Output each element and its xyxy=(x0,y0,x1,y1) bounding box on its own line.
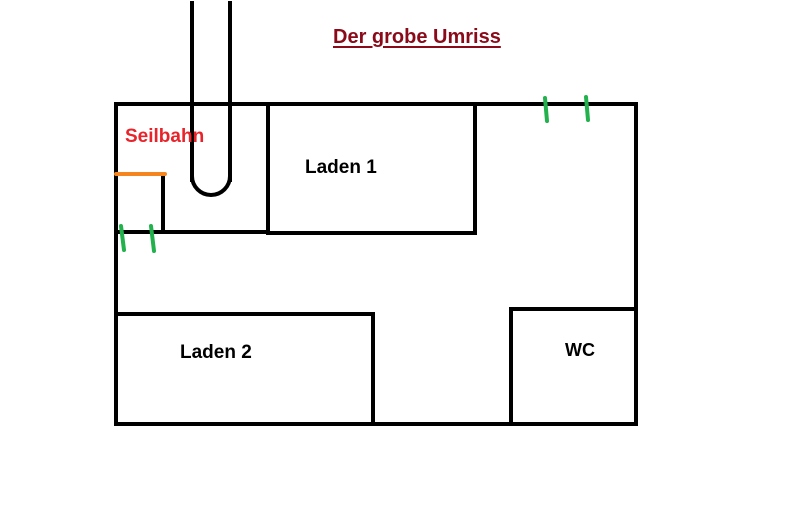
cable-loop xyxy=(189,173,233,197)
door-mark-left-1 xyxy=(119,224,126,252)
room-label-seilbahn: Seilbahn xyxy=(125,126,205,147)
building-outline xyxy=(114,102,638,426)
room-label-wc: WC xyxy=(565,340,595,360)
door-mark-top-2 xyxy=(584,95,590,122)
door-mark-left-2 xyxy=(149,224,156,253)
diagram-title: Der grobe Umriss xyxy=(333,26,501,48)
room-label-laden-1: Laden 1 xyxy=(305,157,377,178)
door-mark-top-1 xyxy=(543,96,549,123)
room-label-laden-2: Laden 2 xyxy=(180,342,252,363)
